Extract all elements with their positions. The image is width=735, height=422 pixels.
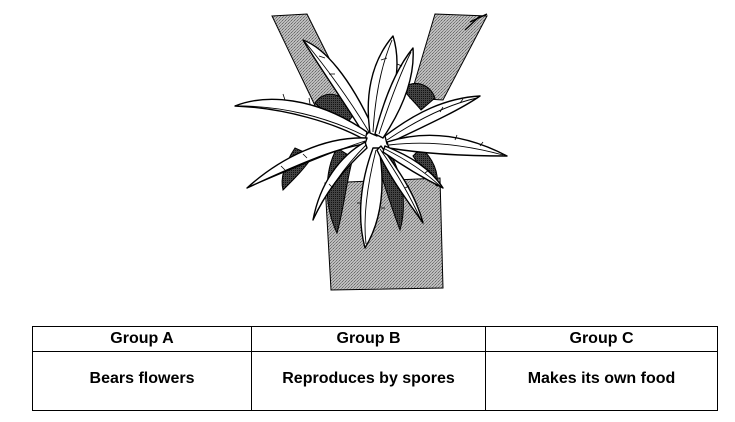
fern-on-tree-trunk-icon xyxy=(234,13,508,291)
cell-group-c: Makes its own food xyxy=(485,351,718,411)
groups-table: Group A Group B Group C Bears flowers Re… xyxy=(32,326,718,411)
cell-group-a: Bears flowers xyxy=(32,351,252,411)
header-group-b: Group B xyxy=(251,326,486,352)
header-group-c: Group C xyxy=(485,326,718,352)
header-group-a: Group A xyxy=(32,326,252,352)
cell-group-b: Reproduces by spores xyxy=(251,351,486,411)
groups-table-container: Group A Group B Group C Bears flowers Re… xyxy=(32,326,718,411)
table-row: Bears flowers Reproduces by spores Makes… xyxy=(32,351,718,411)
table-header-row: Group A Group B Group C xyxy=(32,326,718,352)
